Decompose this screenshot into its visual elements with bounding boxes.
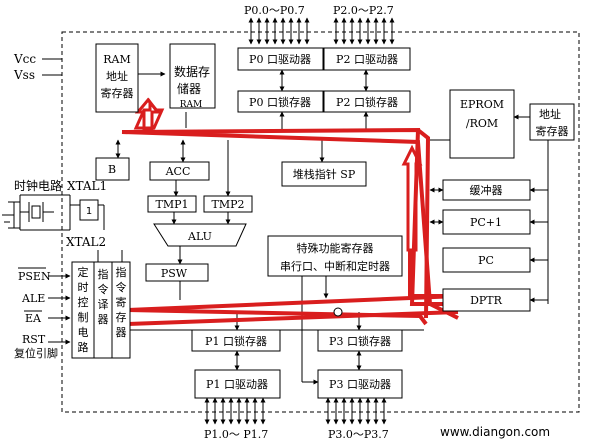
instr-reg-char1: 指 [116,265,127,279]
p2-pin-group [333,17,395,45]
instruction-decoder: 指 令 译 器 [93,261,113,359]
p0-latch-label: P0 口锁存器 [249,95,311,109]
address-register-line2: 寄存器 [536,124,569,138]
eprom-rom: EPROM /ROM [449,89,515,159]
instruction-register: 指 令 寄 存 器 [111,261,131,359]
stack-pointer-label: 堆栈指针 SP [293,167,356,181]
sfr-line2: 串行口、中断和定时器 [280,259,390,273]
clock-circuit-label: 时钟电路 [14,178,62,193]
p1-pin-group [204,397,266,425]
decoder-char1: 指 [98,267,109,281]
b-register-label: B [108,163,116,176]
data-memory-line3: RAM [180,100,203,110]
decoder-char3: 译 [98,298,109,311]
p3-pins-label: P3.0～P3.7 [328,428,389,441]
p2-latch: P2 口锁存器 [323,90,411,113]
timing-ctrl-char6: 路 [78,341,89,354]
eprom-line1: EPROM [460,98,504,111]
svg-text:1: 1 [86,206,92,217]
buffer: 缓冲器 [442,179,531,201]
address-register: 地址 寄存器 [529,103,575,141]
ram-address-register-line1: RAM [103,53,131,66]
p0-driver: P0 口驱动器 [237,47,324,71]
ram-address-register: RAM 地址 寄存器 [95,43,139,113]
psw: PSW [145,263,209,282]
vcc-label: Vcc [13,52,36,66]
p3-latch-label: P3 口锁存器 [329,334,391,348]
p0-pin-group [248,17,310,45]
decoder-char2: 令 [98,282,109,296]
instr-reg-char5: 器 [116,326,127,339]
stack-pointer: 堆栈指针 SP [281,161,367,187]
sfr-line1: 特殊功能寄存器 [297,241,374,255]
alu-label: ALU [187,230,212,243]
program-counter: PC [442,247,531,273]
eprom-line2: /ROM [466,117,498,130]
b-register: B [95,157,130,181]
p1-latch-label: P1 口锁存器 [205,334,267,348]
timing-ctrl-char2: 时 [78,281,89,294]
p3-driver-label: P3 口驱动器 [329,378,391,391]
tmp1-register: TMP1 [147,195,197,213]
xtal2-label: XTAL2 [66,235,106,249]
address-register-line1: 地址 [539,107,561,121]
psen-label: PSEN [18,270,51,283]
p3-pin-group [325,397,387,425]
dptr-label: DPTR [470,294,503,307]
pc-plus-one: PC+1 [442,209,531,235]
instr-reg-char3: 寄 [116,295,127,309]
watermark: www.diangon.com [440,425,550,439]
p3-latch: P3 口锁存器 [317,329,403,352]
ea-label: EA [25,312,42,325]
p1-driver: P1 口驱动器 [194,369,281,399]
xtal1-label: XTAL1 [67,179,107,193]
p2-driver: P2 口驱动器 [323,47,411,71]
dptr: DPTR [442,288,531,312]
p0-pins-label: P0.0～P0.7 [244,4,305,17]
bus-junction [333,307,343,317]
pc-plus-one-label: PC+1 [470,216,502,229]
tmp2-register: TMP2 [203,195,253,213]
timing-ctrl-char4: 制 [78,311,89,324]
buffer-label: 缓冲器 [470,183,503,197]
p1-pins-label: P1.0～ P1.7 [204,428,268,441]
special-function-registers: 特殊功能寄存器 串行口、中断和定时器 [267,235,403,277]
ram-address-register-line3: 寄存器 [101,86,134,100]
vss-label: Vss [13,68,35,82]
timing-control-circuit: 定 时 控 制 电 路 [71,261,95,359]
rst-label: RST [22,333,46,346]
accumulator: ACC [149,161,210,181]
p0-driver-label: P0 口驱动器 [249,53,311,66]
alu: ALU [153,223,247,247]
instr-reg-char4: 存 [116,310,127,324]
p0-latch: P0 口锁存器 [237,90,324,113]
timing-ctrl-char3: 控 [78,295,89,309]
ram-address-register-line2: 地址 [106,69,128,83]
p1-latch: P1 口锁存器 [191,329,281,352]
p2-driver-label: P2 口驱动器 [336,53,398,66]
data-memory-line1: 数据存 [174,64,210,79]
psw-label: PSW [161,267,188,280]
data-memory-line2: 储器 [177,81,201,96]
ale-label: ALE [21,292,45,305]
p2-pins-label: P2.0～P2.7 [333,4,394,17]
p2-latch-label: P2 口锁存器 [336,95,398,109]
p1-driver-label: P1 口驱动器 [206,378,268,391]
accumulator-label: ACC [165,165,191,178]
timing-ctrl-char1: 定 [78,265,89,279]
tmp1-label: TMP1 [156,198,189,211]
crystal-oscillator-icon: 1 [2,194,99,231]
decoder-char4: 器 [98,313,109,326]
chip-boundary [61,31,580,413]
tmp2-label: TMP2 [212,198,245,211]
data-memory-ram: 数据存 储器 RAM [169,43,216,110]
timing-ctrl-char5: 电 [78,326,89,339]
program-counter-label: PC [478,254,494,267]
reset-pin-label: 复位引脚 [14,346,58,360]
instr-reg-char2: 令 [116,280,127,294]
p3-driver: P3 口驱动器 [317,369,403,399]
